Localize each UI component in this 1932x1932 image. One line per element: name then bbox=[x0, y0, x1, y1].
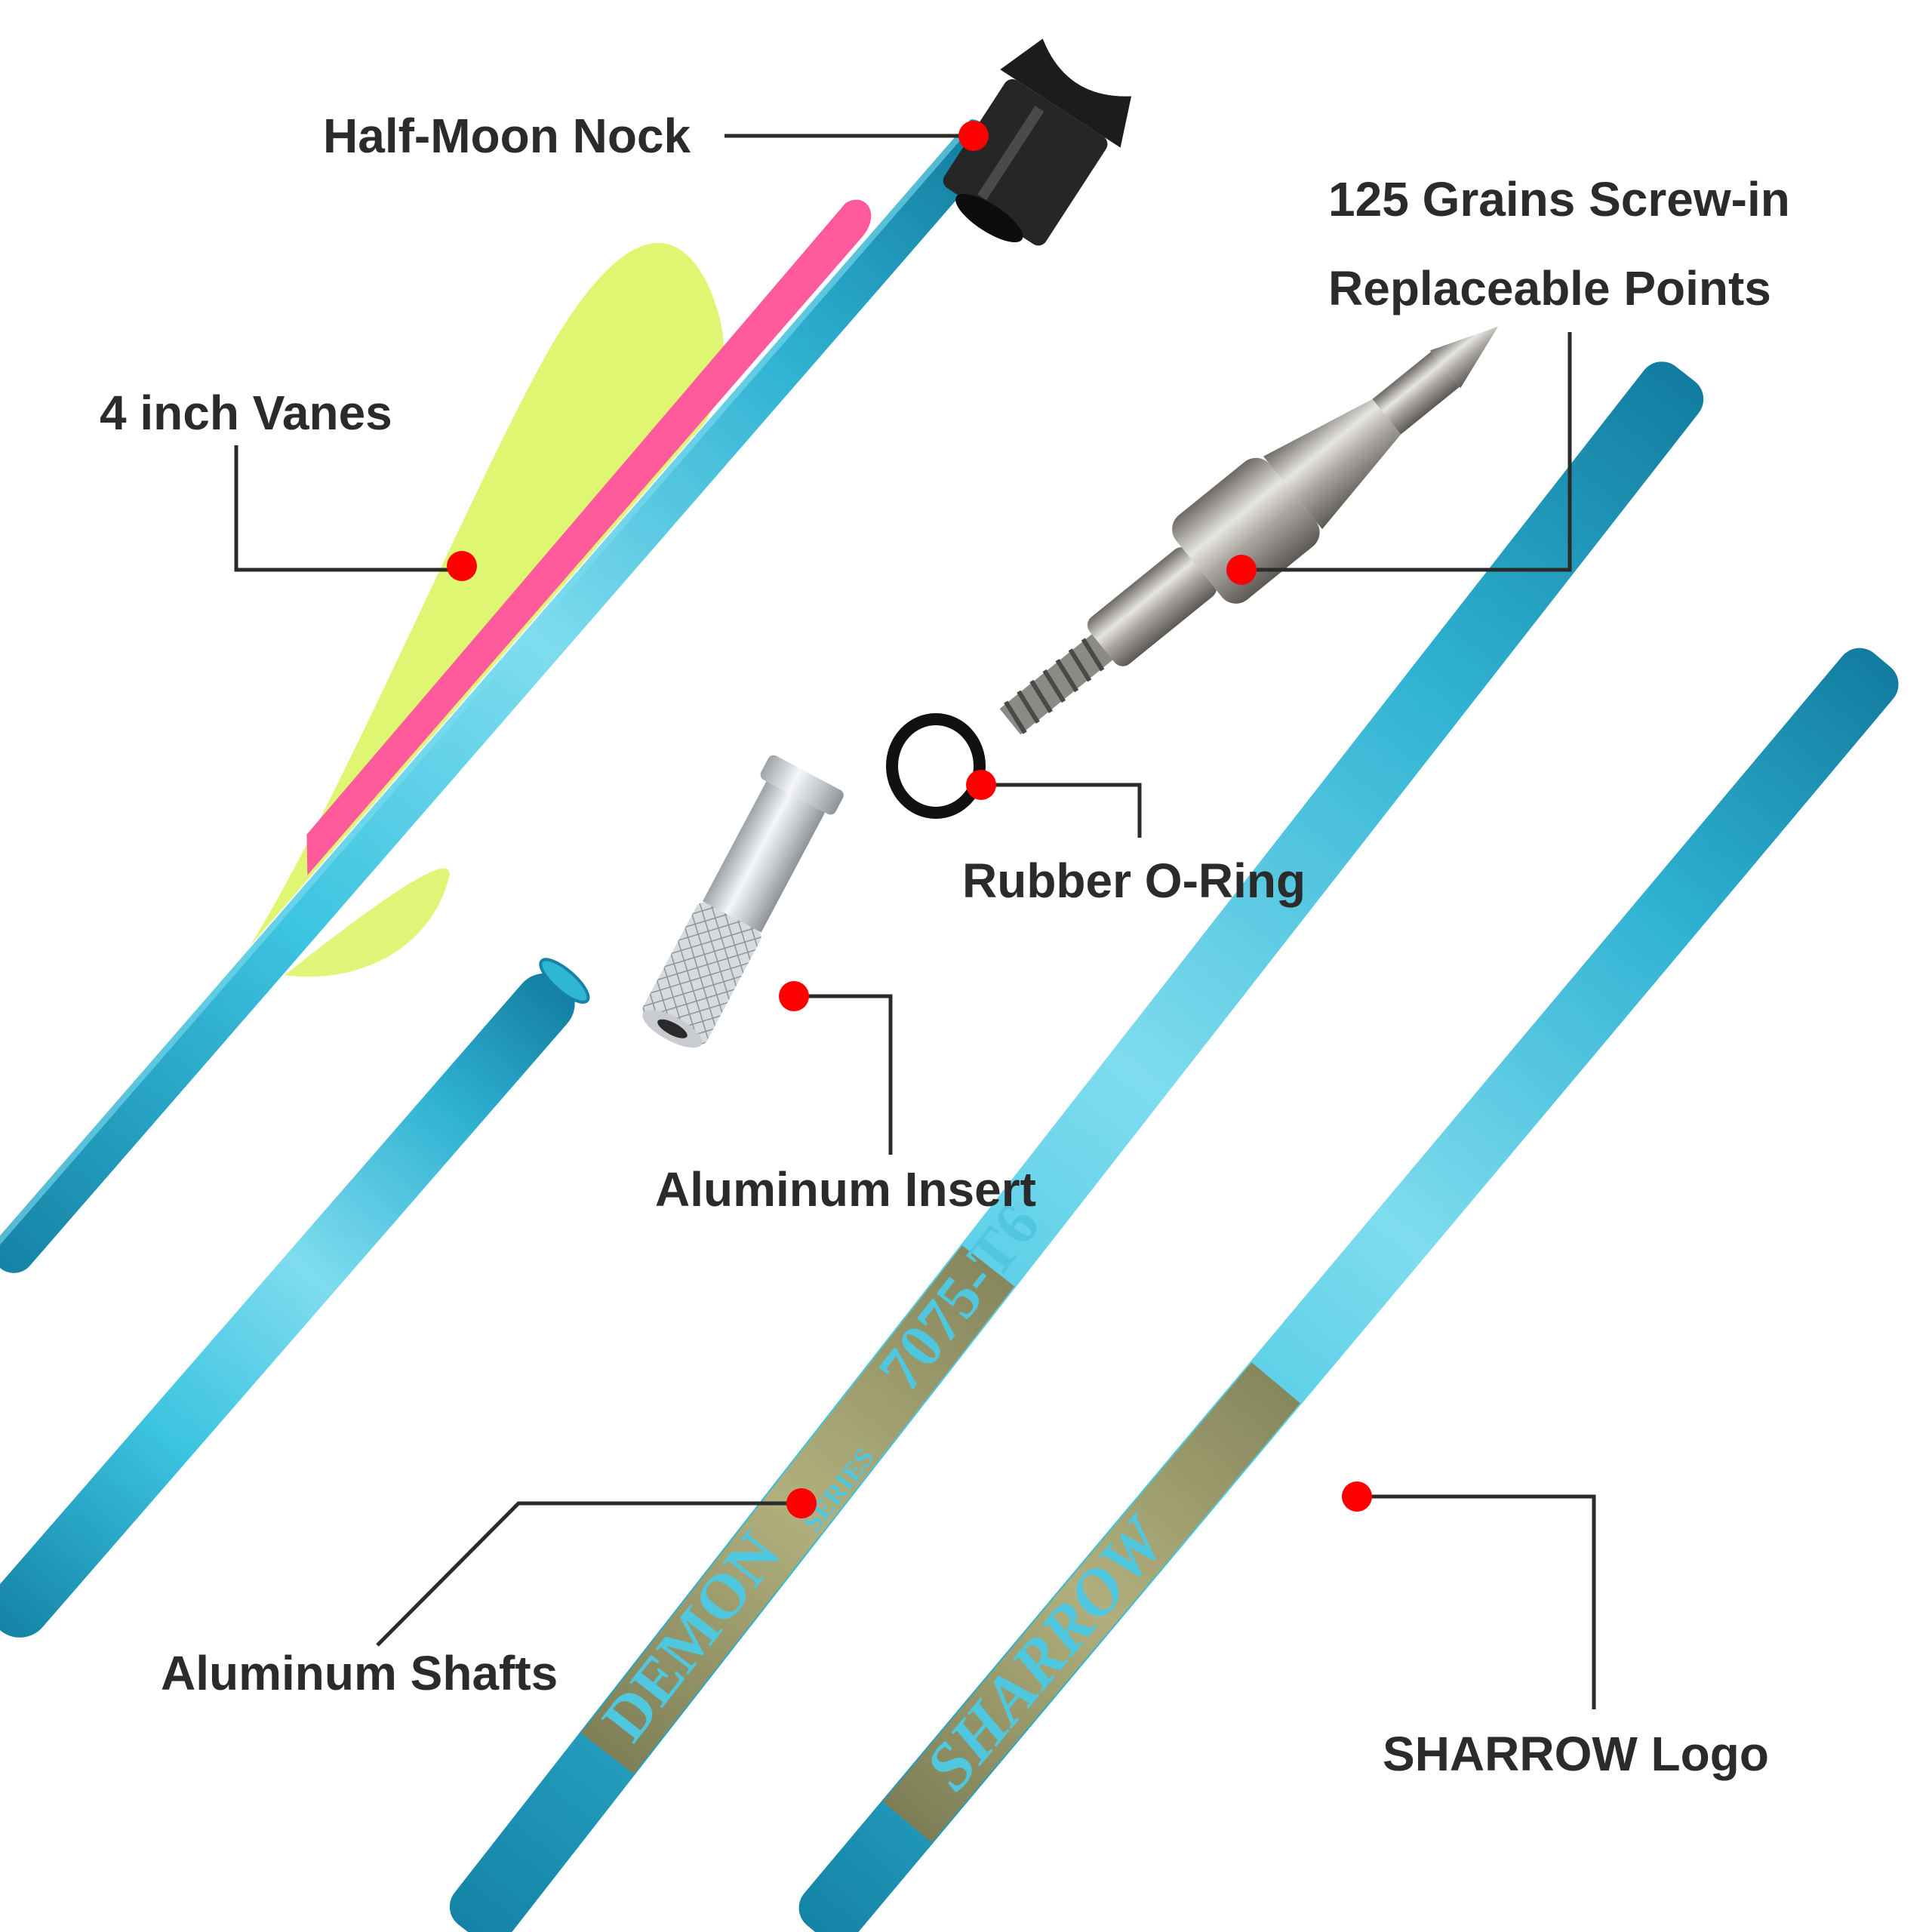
leader-logo bbox=[1357, 1494, 1596, 1709]
demon-spec-print: 7075-T6 bbox=[865, 1190, 1052, 1403]
insert-lip bbox=[760, 755, 844, 815]
green-vane bbox=[250, 242, 724, 946]
callout-rubber-oring: Rubber O-Ring bbox=[962, 854, 1306, 908]
point-thread bbox=[999, 632, 1115, 735]
shaft-segment bbox=[0, 958, 590, 1638]
leader-lines bbox=[234, 134, 1596, 1709]
point-tip-shaft bbox=[1372, 351, 1460, 435]
callout-4-inch-vanes: 4 inch Vanes bbox=[100, 386, 392, 440]
leader-vanes bbox=[234, 445, 462, 572]
callout-points-line2: Replaceable Points bbox=[1328, 261, 1771, 315]
leader-points bbox=[1241, 332, 1572, 572]
marker-vanes bbox=[447, 551, 477, 581]
shaft-tube bbox=[0, 129, 993, 1273]
shaft-highlight bbox=[0, 120, 974, 1258]
callout-aluminum-shafts: Aluminum Shafts bbox=[161, 1646, 558, 1700]
marker-shafts bbox=[786, 1488, 817, 1518]
leader-oring bbox=[981, 783, 1142, 838]
nock-opening bbox=[955, 193, 1023, 243]
marker-insert bbox=[779, 981, 809, 1011]
sharrow-gold-band bbox=[882, 1362, 1300, 1843]
nock-ridge bbox=[977, 106, 1044, 201]
rubber-oring bbox=[886, 713, 986, 819]
point-neck bbox=[1087, 547, 1217, 666]
leader-insert bbox=[794, 994, 893, 1155]
callout-aluminum-insert: Aluminum Insert bbox=[655, 1162, 1036, 1217]
callout-markers bbox=[447, 121, 1372, 1518]
callout-sharrow-logo: SHARROW Logo bbox=[1383, 1727, 1769, 1781]
marker-points bbox=[1226, 555, 1257, 585]
screw-in-point bbox=[999, 326, 1499, 735]
insert-bore bbox=[657, 1019, 688, 1038]
point-tip bbox=[1429, 326, 1499, 389]
half-moon-nock bbox=[943, 38, 1132, 246]
fletched-shaft bbox=[0, 119, 1002, 1273]
leader-shafts bbox=[376, 1501, 801, 1647]
aluminum-insert bbox=[642, 755, 844, 1048]
insert-knurled-body bbox=[642, 902, 761, 1045]
shaft-segment-tube bbox=[0, 973, 575, 1638]
marker-oring bbox=[966, 770, 996, 800]
marker-nock bbox=[958, 121, 989, 151]
nock-half-moon-cup bbox=[1000, 38, 1132, 148]
green-vane-lower bbox=[284, 868, 450, 977]
point-collar bbox=[1172, 457, 1320, 604]
insert-smooth-body bbox=[702, 781, 826, 933]
oring-band bbox=[886, 713, 986, 819]
shaft-segment-end bbox=[539, 958, 590, 1004]
marker-logo bbox=[1342, 1481, 1372, 1512]
pink-vane bbox=[306, 199, 872, 875]
callout-points-line1: 125 Grains Screw-in bbox=[1328, 172, 1790, 226]
callout-half-moon-nock: Half-Moon Nock bbox=[323, 109, 691, 163]
demon-brand-print: DEMON bbox=[589, 1519, 795, 1754]
sharrow-logo-print: SHARROW bbox=[912, 1502, 1182, 1804]
point-taper bbox=[1263, 398, 1401, 530]
